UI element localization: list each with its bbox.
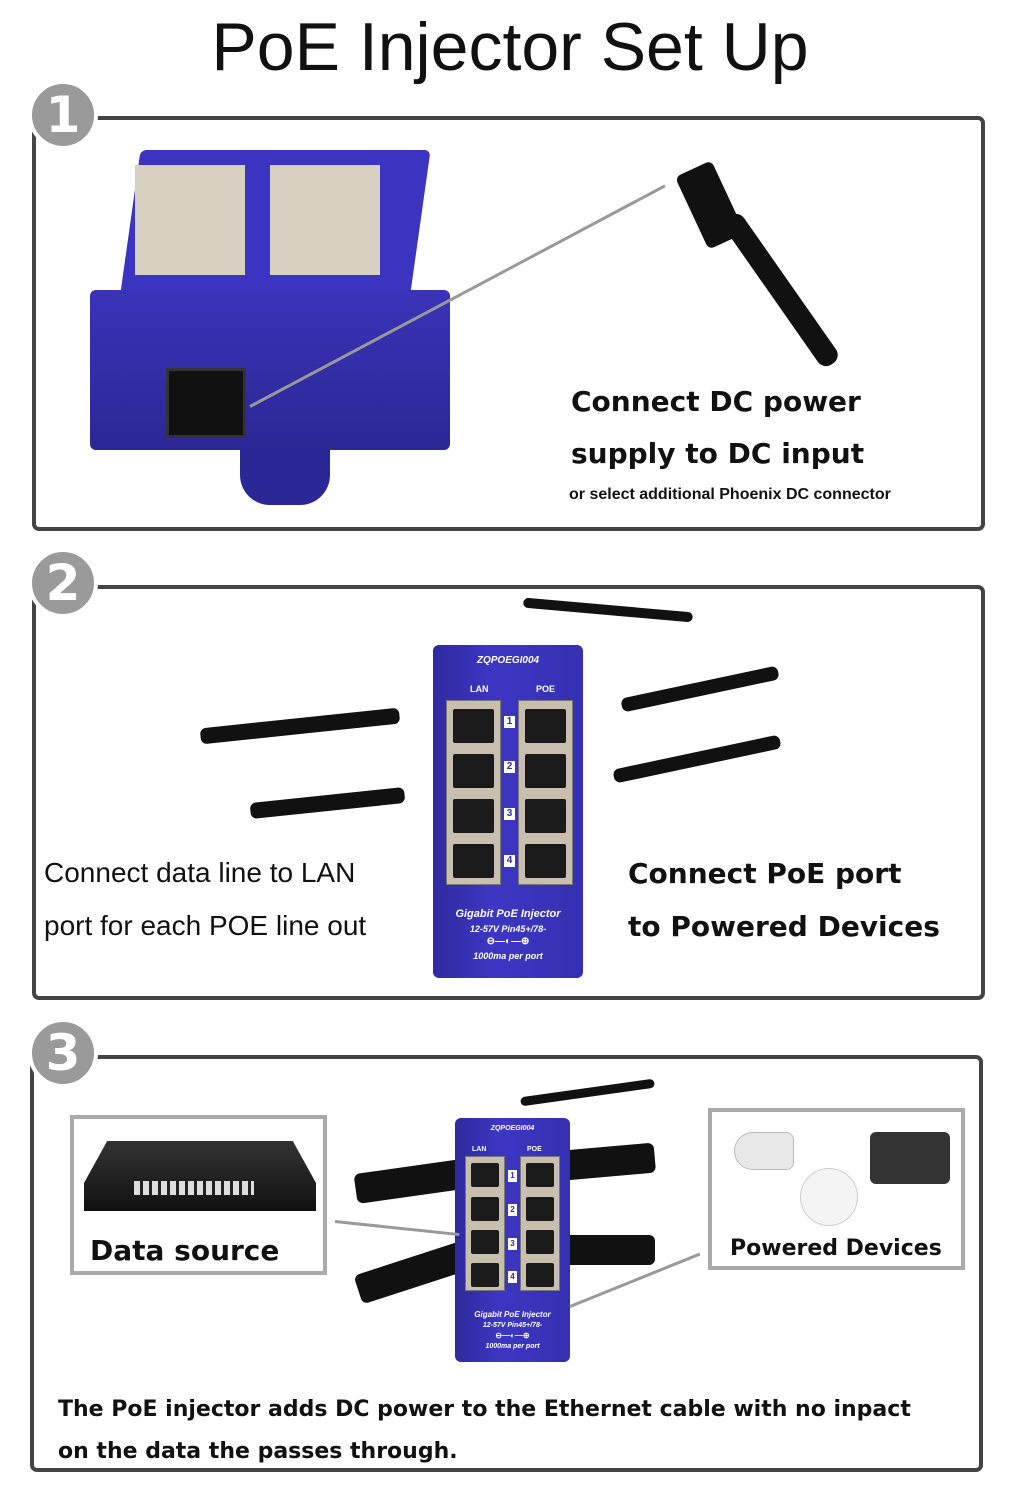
- poe-label: POE: [527, 1146, 542, 1153]
- step-2-right-line2: to Powered Devices: [628, 910, 940, 943]
- step-1-line1: Connect DC power: [571, 385, 861, 418]
- data-source-box: Data source: [70, 1115, 327, 1275]
- port-number: 4: [508, 1271, 517, 1283]
- lan-ports[interactable]: [446, 700, 501, 885]
- lan-label: LAN: [470, 684, 489, 694]
- step-1-badge: 1: [28, 80, 98, 150]
- injector-photo-top: [90, 150, 450, 510]
- polarity-icon: ⊖—◐—⊕: [486, 936, 530, 947]
- poe-ports[interactable]: [520, 1156, 560, 1291]
- step-2-right-line1: Connect PoE port: [628, 857, 902, 890]
- port-number: 2: [504, 761, 515, 773]
- device-name: Gigabit PoE Injector: [474, 1310, 551, 1319]
- poe-ports[interactable]: [518, 700, 573, 885]
- poe-label: POE: [536, 684, 556, 694]
- powered-devices-box: Powered Devices: [708, 1108, 965, 1270]
- port-number: 1: [504, 716, 515, 728]
- powered-devices-label: Powered Devices: [730, 1236, 942, 1261]
- step-3-badge: 3: [28, 1018, 98, 1088]
- device-spec: 12-57V Pin45+/78-: [469, 924, 547, 934]
- device-current: 1000ma per port: [485, 1343, 540, 1350]
- port-number: 2: [508, 1204, 517, 1216]
- device-spec: 12-57V Pin45+/78-: [482, 1322, 543, 1329]
- network-switch-icon: [84, 1141, 316, 1211]
- step-2-left-line1: Connect data line to LAN: [44, 857, 356, 888]
- polarity-icon: ⊖—◐—⊕: [495, 1331, 530, 1340]
- port-number: 3: [504, 808, 515, 820]
- step-2-badge: 2: [28, 548, 98, 618]
- port-number: 1: [508, 1170, 517, 1182]
- ip-phone-icon: [870, 1132, 950, 1184]
- lan-label: LAN: [472, 1146, 487, 1153]
- device-name: Gigabit PoE Injector: [455, 908, 561, 920]
- page-title: PoE Injector Set Up: [211, 9, 809, 85]
- port-number: 3: [508, 1238, 517, 1250]
- step-1-note: or select additional Phoenix DC connecto…: [569, 486, 891, 503]
- camera-icon: [734, 1132, 794, 1170]
- access-point-icon: [800, 1168, 858, 1226]
- port-number: 4: [504, 855, 515, 867]
- device-model: ZQPOEGI004: [490, 1125, 535, 1132]
- step-1-line2: supply to DC input: [571, 437, 865, 470]
- device-model: ZQPOEGI004: [476, 655, 540, 666]
- step-3-caption-line1: The PoE injector adds DC power to the Et…: [58, 1397, 911, 1422]
- poe-injector-connected: ZQPOEGI004 LAN POE 1 2 3 4 Gigabit PoE I…: [455, 1118, 570, 1362]
- lan-ports[interactable]: [465, 1156, 505, 1291]
- step-2-left-line2: port for each POE line out: [44, 910, 367, 941]
- step-3-caption-line2: on the data the passes through.: [58, 1439, 458, 1464]
- poe-injector-front: ZQPOEGI004 LAN POE 1 2 3 4 Gigabit PoE I…: [433, 645, 583, 978]
- device-current: 1000ma per port: [473, 951, 543, 961]
- data-source-label: Data source: [90, 1234, 280, 1267]
